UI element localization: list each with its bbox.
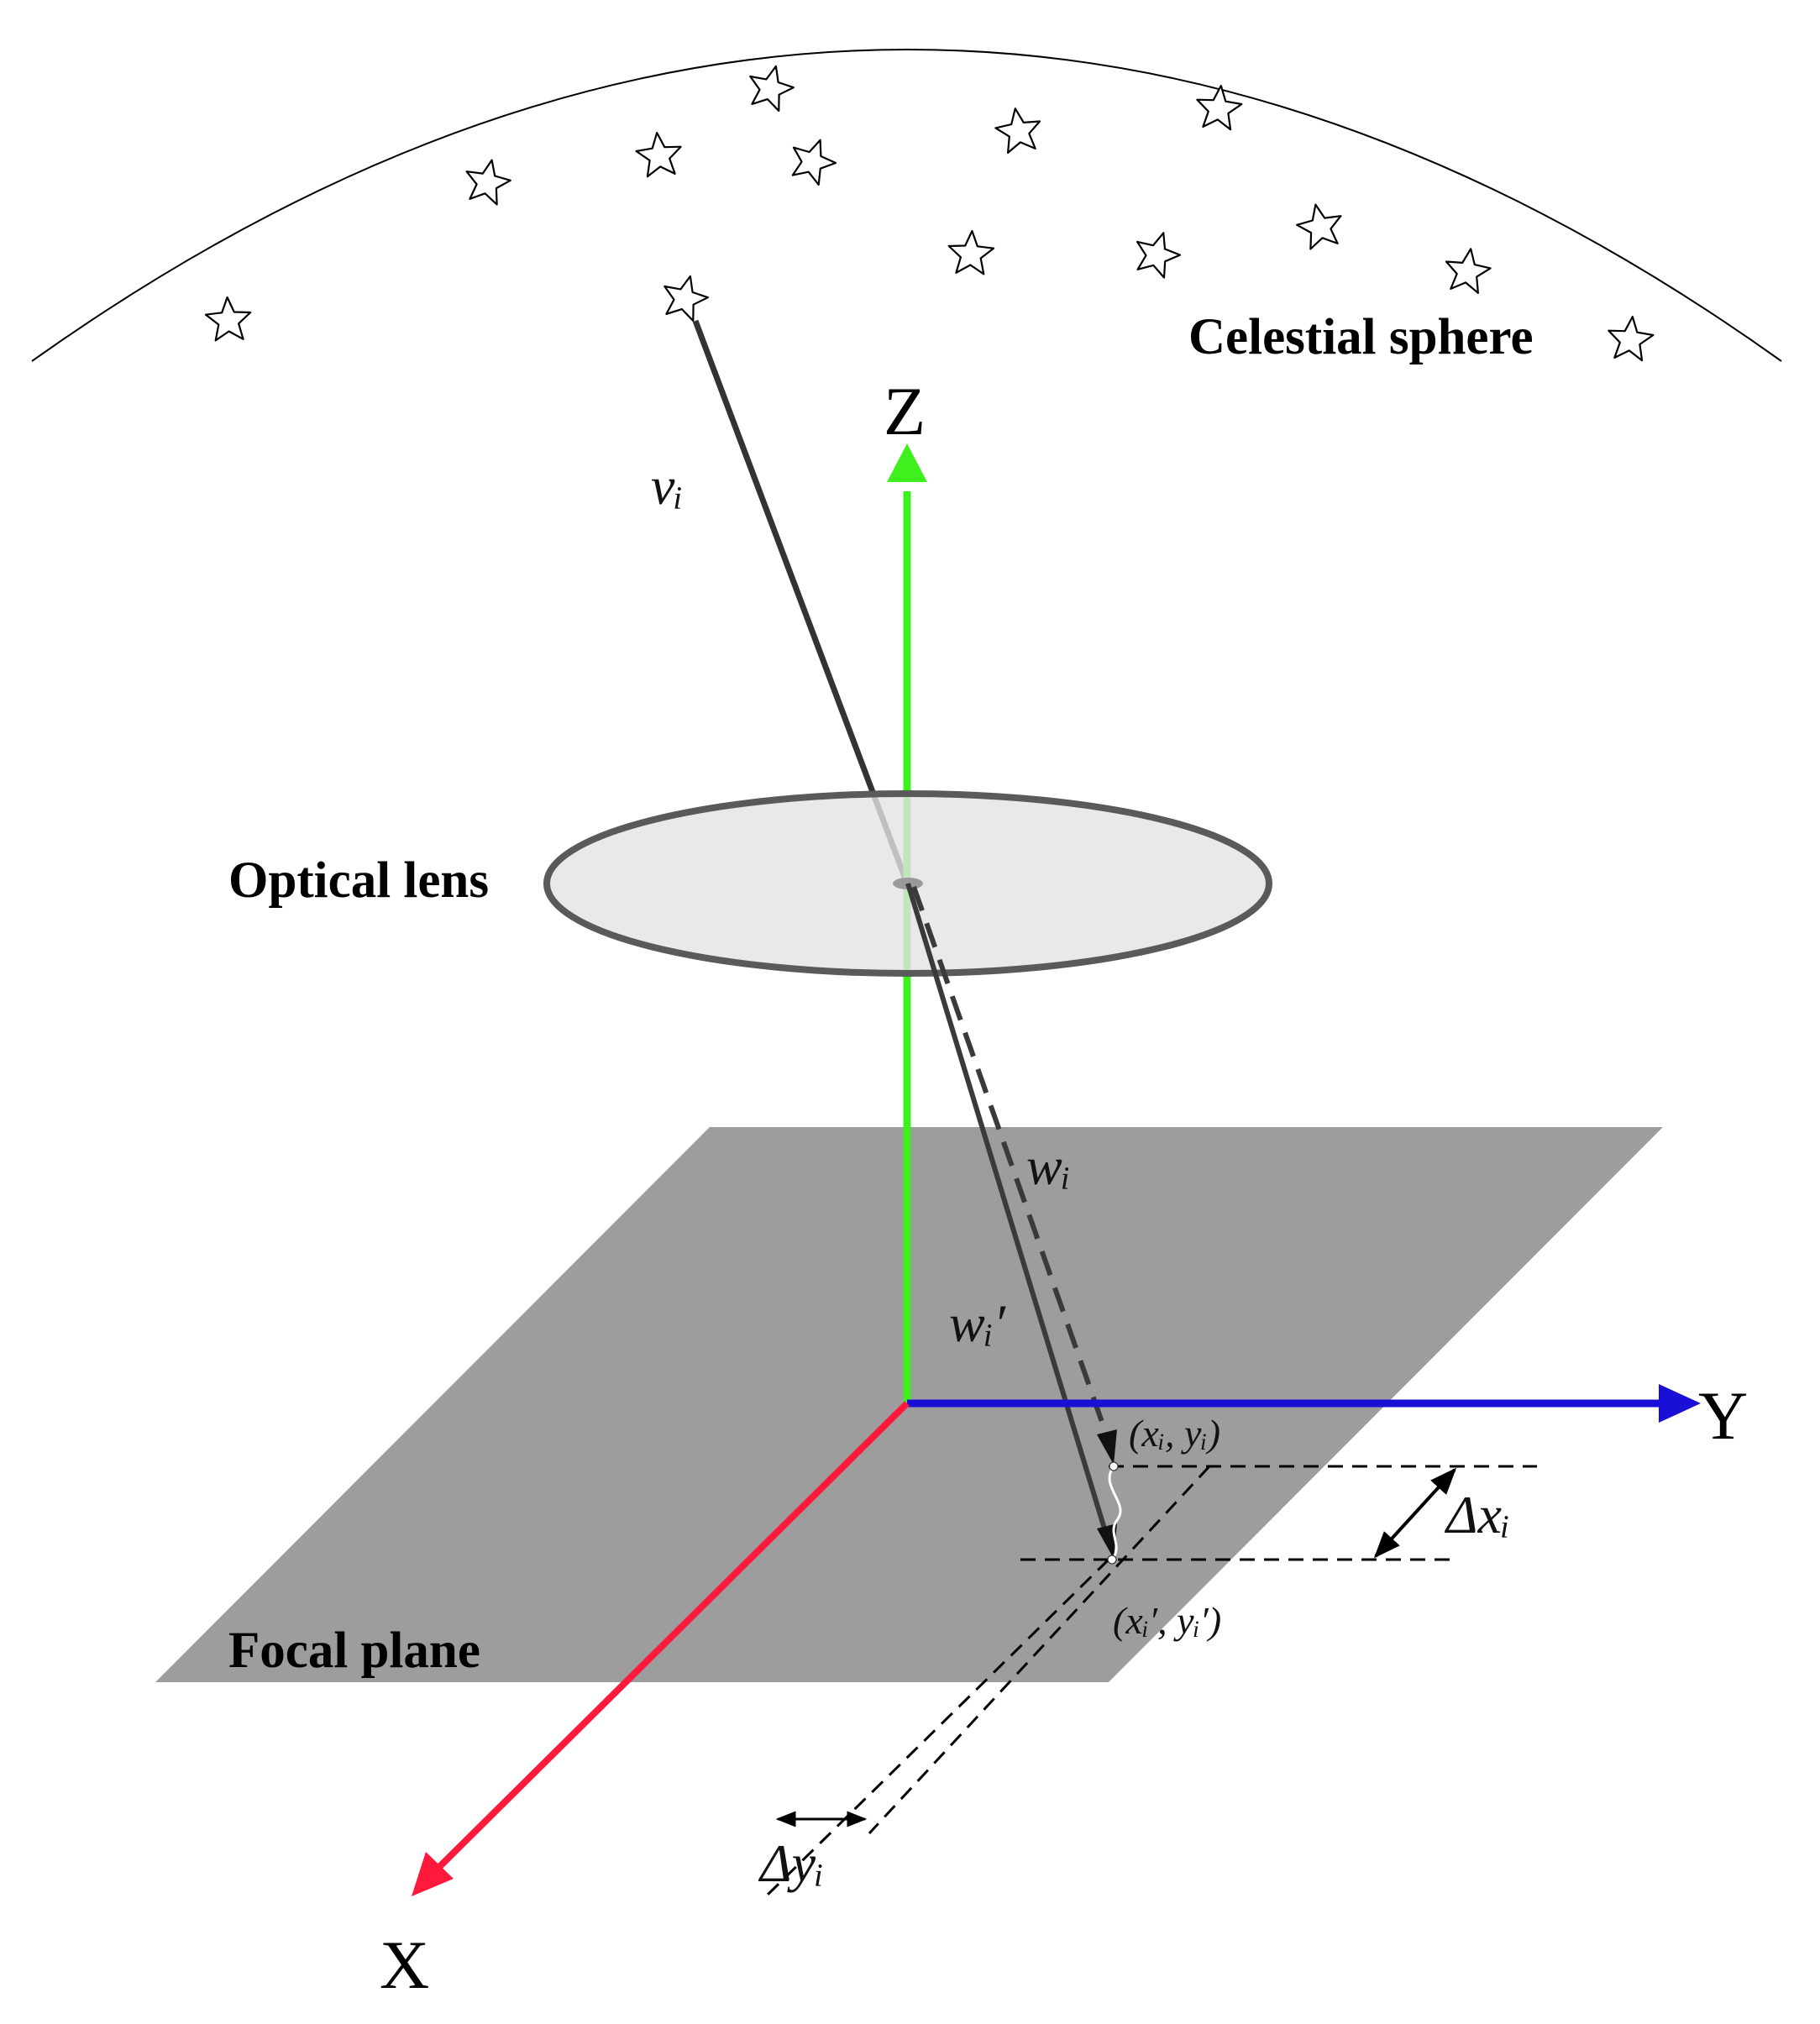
z-axis-label: Z bbox=[884, 373, 926, 449]
star-icon bbox=[947, 229, 995, 275]
point-xy-prime-marker bbox=[1107, 1555, 1117, 1565]
w-i-prime-label: wᵢ′ bbox=[949, 1293, 1006, 1353]
star-icon bbox=[1296, 203, 1342, 250]
z-axis-arrowhead bbox=[887, 443, 927, 482]
w-prime-arrowhead bbox=[1097, 1523, 1117, 1559]
x-axis-arrowhead bbox=[412, 1852, 454, 1896]
celestial-sphere-label: Celestial sphere bbox=[1188, 309, 1534, 365]
star-icon bbox=[749, 65, 795, 113]
optical-lens-label: Optical lens bbox=[228, 852, 489, 909]
star-icon bbox=[204, 296, 252, 342]
star-icon bbox=[1608, 316, 1655, 362]
x-axis-label: X bbox=[380, 1927, 429, 2003]
delta-y-label: Δyᵢ bbox=[758, 1833, 824, 1893]
star-icon bbox=[1136, 232, 1182, 279]
star-icon bbox=[1445, 248, 1492, 294]
celestial-sphere-arc bbox=[31, 49, 1782, 362]
delta-x-measure bbox=[1373, 1467, 1457, 1559]
x-axis bbox=[434, 1401, 910, 1872]
star-icon bbox=[635, 132, 682, 178]
distortion-curve bbox=[1108, 1466, 1122, 1560]
focal-plane-label: Focal plane bbox=[228, 1623, 480, 1679]
y-axis-arrowhead bbox=[1659, 1384, 1701, 1423]
point-xy-marker bbox=[1109, 1461, 1119, 1471]
stars-group bbox=[204, 65, 1655, 362]
incident-ray-v bbox=[692, 319, 910, 885]
point-xy-label: (xᵢ, yᵢ) bbox=[1129, 1412, 1220, 1455]
projection-lines bbox=[763, 1465, 1537, 1900]
w-arrowhead bbox=[1097, 1429, 1117, 1465]
w-i-label: wᵢ bbox=[1026, 1136, 1071, 1196]
star-icon bbox=[465, 159, 511, 206]
star-icon bbox=[791, 139, 837, 186]
star-icon bbox=[663, 275, 710, 322]
delta-x-label: Δxᵢ bbox=[1444, 1485, 1510, 1544]
point-xy-prime-label: (xᵢ′, yᵢ′) bbox=[1113, 1599, 1221, 1642]
star-icon bbox=[994, 107, 1041, 154]
y-axis-label: Y bbox=[1698, 1377, 1748, 1454]
refracted-ray-w-prime bbox=[905, 883, 1109, 1538]
star-icon bbox=[1196, 84, 1243, 131]
v-i-label: νᵢ bbox=[651, 456, 684, 516]
ideal-ray-w bbox=[911, 886, 1109, 1437]
